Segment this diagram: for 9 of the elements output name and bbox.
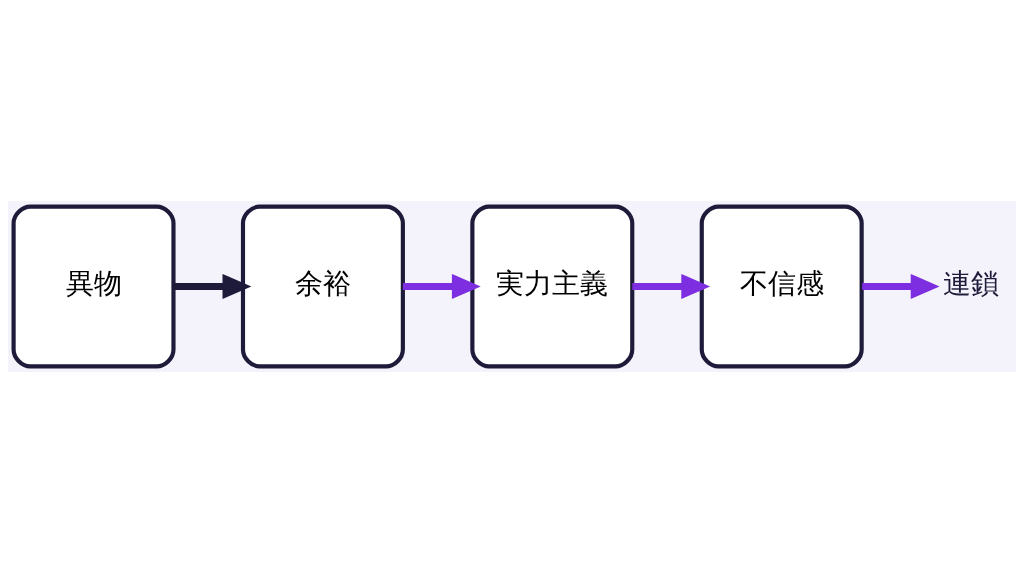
node-text: 連鎖 xyxy=(942,266,999,300)
arrow xyxy=(632,273,711,299)
node-box: 実力主義 xyxy=(470,203,635,369)
arrow xyxy=(402,273,481,299)
node-box: 不信感 xyxy=(699,203,864,369)
arrow xyxy=(173,273,252,299)
node-box: 異物 xyxy=(11,203,176,369)
arrow xyxy=(862,273,940,299)
node-box: 余裕 xyxy=(240,203,405,369)
